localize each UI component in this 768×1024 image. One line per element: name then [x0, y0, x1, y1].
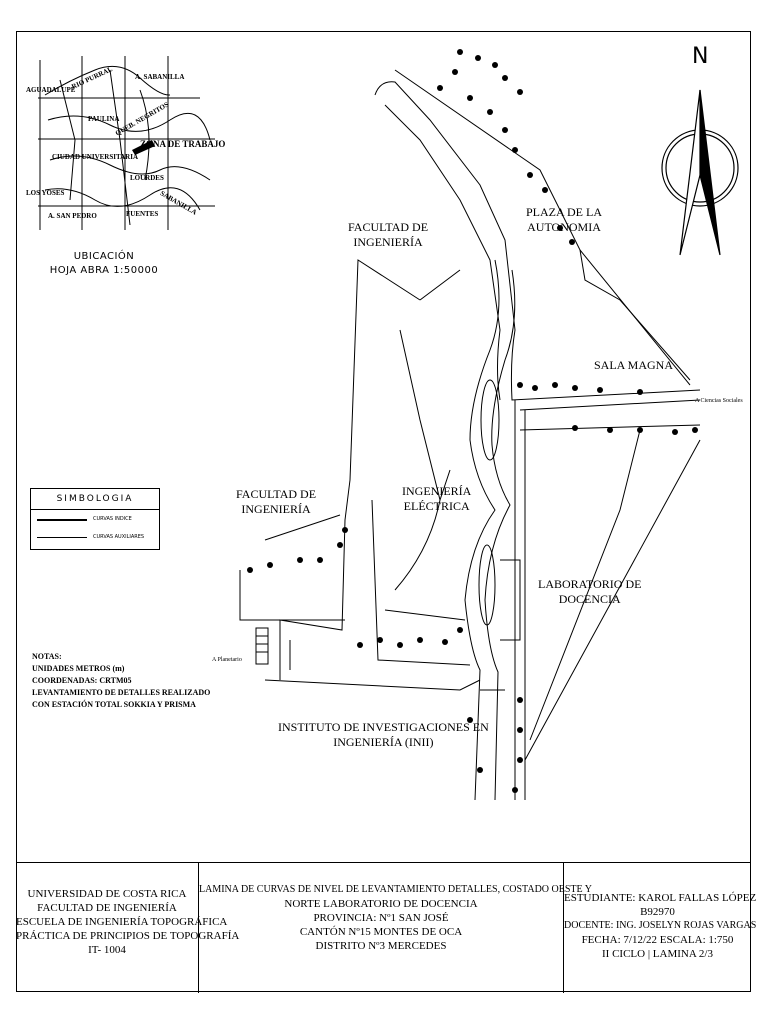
auxiliary-contour-swatch [37, 537, 87, 538]
site-plan [239, 69, 701, 801]
label-ing-electrica: INGENIERÍA ELÉCTRICA [402, 484, 472, 513]
label-planetario: A Planetario [212, 657, 242, 663]
label-inii: INSTITUTO DE INVESTIGACIONES EN INGENIER… [278, 720, 489, 749]
label-sala-magna: SALA MAGNA [594, 358, 674, 372]
north-arrow [661, 89, 739, 256]
label-ciencias-sociales: A Ciencias Sociales [695, 398, 743, 404]
label-facultad-top: FACULTAD DE INGENIERÍA [348, 220, 429, 249]
map-label-paulina: PAULINA [88, 115, 120, 123]
title-block: UNIVERSIDAD DE COSTA RICA FACULTAD DE IN… [16, 862, 757, 993]
label-laboratorio: LABORATORIO DE DOCENCIA [538, 577, 642, 606]
north-label: N [692, 44, 709, 69]
location-caption: UBICACIÓN HOJA ABRA 1:50000 [49, 251, 159, 276]
symbology-title: SIMBOLOGIA [31, 489, 159, 510]
map-label-ciudad-universitaria: CIUDAD UNIVERSITARIA [52, 153, 139, 161]
map-label-zona-trabajo: ZONA DE TRABAJO [140, 139, 226, 149]
map-label-san-pedro: A. SAN PEDRO [48, 212, 97, 220]
drawing-frame [16, 31, 751, 992]
map-label-lourdes: LOURDES [130, 174, 164, 182]
label-facultad-left: FACULTAD DE INGENIERÍA [236, 487, 317, 516]
title-block-institution: UNIVERSIDAD DE COSTA RICA FACULTAD DE IN… [16, 863, 239, 993]
index-contour-swatch [37, 519, 87, 521]
symbology-legend: SIMBOLOGIA CURVAS INDICE CURVAS AUXILIAR… [30, 488, 160, 550]
legend-item-auxiliary: CURVAS AUXILIARES [31, 528, 159, 546]
tree-symbols [247, 49, 698, 793]
map-label-fuentes: FUENTES [126, 210, 159, 218]
location-map [38, 56, 215, 230]
map-label-aguadalupe: AGUADALUPE [26, 86, 76, 94]
label-plaza: PLAZA DE LA AUTONOMIA [526, 205, 602, 234]
title-block-author: ESTUDIANTE: KAROL FALLAS LÓPEZ B92970 DO… [564, 892, 757, 960]
work-zone-marker [132, 140, 155, 155]
map-label-los-yoses: LOS YOSES [26, 189, 65, 197]
legend-item-index: CURVAS INDICE [31, 510, 159, 528]
map-label-sabanilla-a: A. SABANILLA [135, 73, 185, 81]
notes-block: NOTAS: UNIDADES METROS (m) COORDENADAS: … [32, 652, 211, 709]
title-block-description: LAMINA DE CURVAS DE NIVEL DE LEVANTAMIEN… [199, 863, 592, 993]
